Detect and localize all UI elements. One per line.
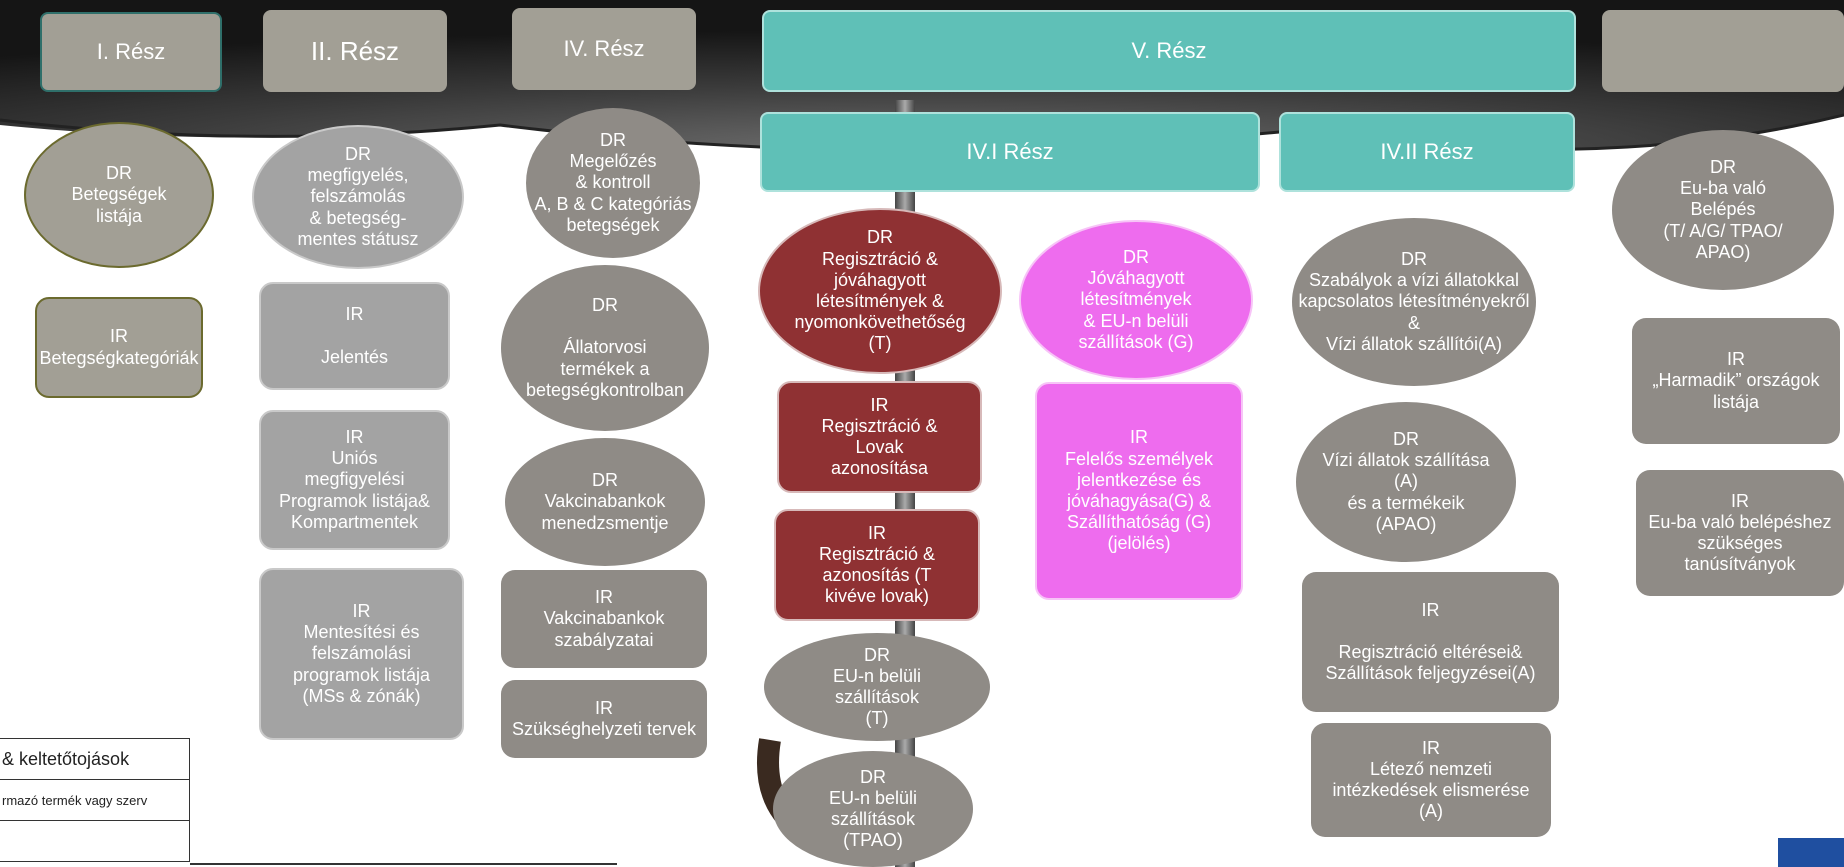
node-vizi-allatok-szallitasa: DR Vízi állatok szállítása (A) és a term… (1296, 402, 1516, 562)
header-part-4-1: IV.I Rész (760, 112, 1260, 192)
node-vakcinabankok-menedzsment: DR Vakcinabankok menedzsmentje (505, 438, 705, 566)
node-regisztracio-nyomonkovethetoseg: DR Regisztráció & jóváhagyott létesítmén… (758, 208, 1002, 374)
eu-flag-icon (1778, 838, 1844, 867)
node-jelentes: IR Jelentés (259, 282, 450, 390)
node-mentesitesi-programok: IR Mentesítési és felszámolási programok… (259, 568, 464, 740)
node-eu-ba-valo-belepes: DR Eu-ba való Belépés (T/ A/G/ TPAO/ APA… (1612, 130, 1834, 290)
node-felelos-szemelyek: IR Felelős személyek jelentkezése és jóv… (1035, 382, 1243, 600)
node-megfigyeles-felszamolas: DR megfigyelés, felszámolás & betegség- … (252, 125, 464, 269)
node-lovak-azonositasa: IR Regisztráció & Lovak azonosítása (777, 381, 982, 493)
node-eu-szallitasok-t: DR EU-n belüli szállítások (T) (764, 633, 990, 741)
header-part-1: I. Rész (40, 12, 222, 92)
node-megelozes-kontroll: DR Megelőzés & kontroll A, B & C kategór… (526, 108, 700, 258)
node-allatorvosi-termekek: DR Állatorvosi termékek a betegségkontro… (501, 265, 709, 431)
node-jovahagyott-letesitmenyek-g: DR Jóváhagyott létesítmények & EU-n belü… (1019, 220, 1253, 380)
header-part-4-2: IV.II Rész (1279, 112, 1575, 192)
legend-table: & keltetőtojások rmazó termék vagy szerv (0, 738, 190, 862)
node-vakcinabankok-szabalyzatai: IR Vakcinabankok szabályzatai (501, 570, 707, 668)
node-szukseghelyzeti-tervek: IR Szükséghelyzeti tervek (501, 680, 707, 758)
node-tanusitvanyok: IR Eu-ba való belépéshez szükséges tanús… (1636, 470, 1844, 596)
header-part-5: V. Rész (762, 10, 1576, 92)
node-harmadik-orszagok: IR „Harmadik” országok listája (1632, 318, 1840, 444)
legend-bottom-line (190, 863, 617, 865)
node-unios-megfigyelesi: IR Uniós megfigyelési Programok listája&… (259, 410, 450, 550)
node-nemzeti-intezkedesek: IR Létező nemzeti intézkedések elismerés… (1311, 723, 1551, 837)
node-regisztracio-elteresei: IR Regisztráció eltérései& Szállítások f… (1302, 572, 1559, 712)
node-vizi-allatok-szabalyok: DR Szabályok a vízi állatokkal kapcsolat… (1292, 218, 1536, 386)
legend-row-2: rmazó termék vagy szerv (0, 780, 190, 821)
node-eu-szallitasok-tpao: DR EU-n belüli szállítások (TPAO) (773, 751, 973, 867)
header-part-6-placeholder (1602, 10, 1844, 92)
legend-row-1: & keltetőtojások (0, 738, 190, 780)
node-regisztracio-azonositas: IR Regisztráció & azonosítás (T kivéve l… (774, 509, 980, 621)
node-betegsegek-listaja: DR Betegségek listája (24, 122, 214, 268)
node-betegsegkategoriak: IR Betegségkategóriák (35, 297, 203, 398)
header-part-4: IV. Rész (512, 8, 696, 90)
legend-row-3 (0, 821, 190, 862)
header-part-2: II. Rész (263, 10, 447, 92)
